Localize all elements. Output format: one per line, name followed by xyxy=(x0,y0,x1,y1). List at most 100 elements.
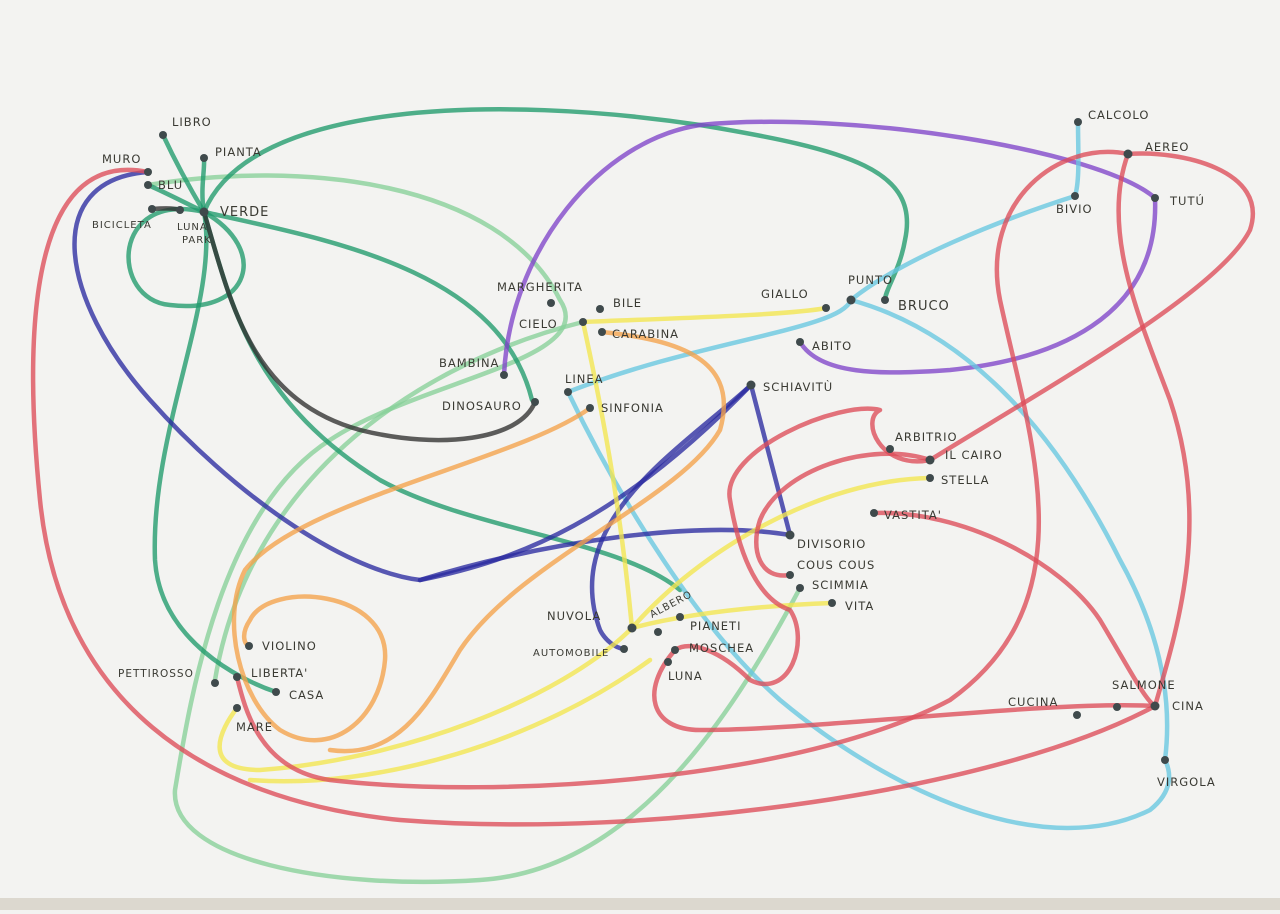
label-tutu: TUTÚ xyxy=(1169,193,1205,208)
node-dot-calcolo xyxy=(1074,118,1082,126)
node-dot-liberta xyxy=(233,673,241,681)
label-bruco: BRUCO xyxy=(898,299,950,314)
label-arbitrio: ARBITRIO xyxy=(895,430,958,444)
node-dot-luna-park xyxy=(176,206,184,214)
label-calcolo: CALCOLO xyxy=(1088,108,1149,122)
node-dot-stella xyxy=(926,474,934,482)
node-dot-arbitrio xyxy=(886,445,894,453)
node-dot-blu xyxy=(144,181,152,189)
node-dot-mare xyxy=(233,704,241,712)
paper-bottom-edge xyxy=(0,898,1280,910)
blue-path-1 xyxy=(72,169,793,583)
label-mare: MARE xyxy=(236,720,273,734)
label-cucina: CUCINA xyxy=(1008,695,1058,709)
green-path-1 xyxy=(201,107,910,303)
black-path-2 xyxy=(149,206,183,213)
node-dot-bile xyxy=(596,305,604,313)
orange-path-1 xyxy=(327,329,727,754)
label-pettirosso: PETTIROSSO xyxy=(118,668,194,680)
node-dot-aereo xyxy=(1123,149,1133,159)
node-dot-abito xyxy=(796,338,804,346)
node-dot-casa xyxy=(272,688,280,696)
label-moschea: MOSCHEA xyxy=(689,641,754,655)
label-linea: LINEA xyxy=(565,372,604,386)
node-dot-divisorio xyxy=(785,530,795,540)
label-blu: BLU xyxy=(158,178,183,192)
label-verde: VERDE xyxy=(220,205,269,220)
label-libro: LIBRO xyxy=(172,115,212,129)
node-dot-cina xyxy=(1150,701,1160,711)
node-dot-bicicletta xyxy=(148,205,156,213)
yellow-path-4 xyxy=(629,475,933,631)
label-liberta: LIBERTA' xyxy=(251,666,308,680)
label-vita: VITA xyxy=(845,599,874,613)
label-automobile: AUTOMOBILE xyxy=(533,648,609,659)
red-path-5 xyxy=(871,510,1158,709)
label-il-cairo: IL CAIRO xyxy=(945,448,1003,462)
node-dot-salmone xyxy=(1113,703,1121,711)
node-dot-pianeti xyxy=(676,613,684,621)
node-dot-carabina xyxy=(598,328,606,336)
node-dot-virgola xyxy=(1161,756,1169,764)
node-dot-moschea xyxy=(671,646,679,654)
node-dot-cucina xyxy=(1073,711,1081,719)
yellow-path-3 xyxy=(629,600,835,631)
lightgreen-path-1 xyxy=(145,173,803,885)
label-schiavitu: SCHIAVITÙ xyxy=(763,379,833,394)
label-luna: LUNA xyxy=(668,669,703,683)
label-scimmia: SCIMMIA xyxy=(812,578,869,592)
label-bicicletta: BICICLETA xyxy=(92,220,152,231)
node-dot-luna xyxy=(664,658,672,666)
node-dot-bambina xyxy=(500,371,508,379)
node-dot-linea xyxy=(564,388,572,396)
label-stella: STELLA xyxy=(941,473,990,487)
red-path-4 xyxy=(1116,151,1192,709)
label-aereo: AEREO xyxy=(1145,140,1189,154)
node-labels: LIBRO PIANTA MURO BLU BICICLETA LUNA PAR… xyxy=(92,108,1216,789)
label-dinosauro: DINOSAURO xyxy=(442,399,522,413)
node-dot-margherita xyxy=(547,299,555,307)
label-bivio: BIVIO xyxy=(1056,202,1093,216)
label-virgola: VIRGOLA xyxy=(1157,775,1216,789)
red-path-2 xyxy=(652,151,1255,733)
node-dot-bivio xyxy=(1071,192,1079,200)
blue-path-3 xyxy=(589,382,754,652)
label-sinfonia: SINFONIA xyxy=(601,401,664,415)
green-path-6 xyxy=(201,209,535,403)
label-carabina: CARABINA xyxy=(612,327,679,341)
green-path-8 xyxy=(152,209,279,695)
label-pianeti: PIANETI xyxy=(690,619,741,633)
node-dot-il-cairo xyxy=(925,455,935,465)
black-path-1 xyxy=(201,209,538,443)
red-path-1 xyxy=(30,167,1158,827)
label-vastita: VASTITA' xyxy=(884,508,942,522)
label-violino: VIOLINO xyxy=(262,639,317,653)
yellow-path-2 xyxy=(580,319,635,631)
yellow-path-5 xyxy=(217,625,635,773)
node-dot-violino xyxy=(245,642,253,650)
node-dot-vita xyxy=(828,599,836,607)
label-divisorio: DIVISORIO xyxy=(797,537,866,551)
label-bile: BILE xyxy=(613,296,642,310)
label-bambina: BAMBINA xyxy=(439,356,499,370)
yellow-path-6 xyxy=(247,657,653,784)
cyan-path-1 xyxy=(1072,119,1081,199)
label-casa: CASA xyxy=(289,688,324,702)
green-path-5 xyxy=(126,207,246,309)
label-muro: MURO xyxy=(102,152,141,166)
node-dot-giallo xyxy=(822,304,830,312)
label-cielo: CIELO xyxy=(519,317,558,331)
node-dot-schiavitu xyxy=(746,380,756,390)
yellow-path-1 xyxy=(580,305,829,325)
label-pianta: PIANTA xyxy=(215,145,262,159)
label-salmone: SALMONE xyxy=(1112,678,1176,692)
orange-path-2 xyxy=(231,405,593,743)
cyan-path-4 xyxy=(565,389,1172,831)
green-path-3 xyxy=(160,132,207,215)
label-margherita: MARGHERITA xyxy=(497,280,583,294)
label-punto: PUNTO xyxy=(848,273,893,287)
node-dot-punto xyxy=(846,295,856,305)
node-dot-tutu xyxy=(1151,194,1159,202)
